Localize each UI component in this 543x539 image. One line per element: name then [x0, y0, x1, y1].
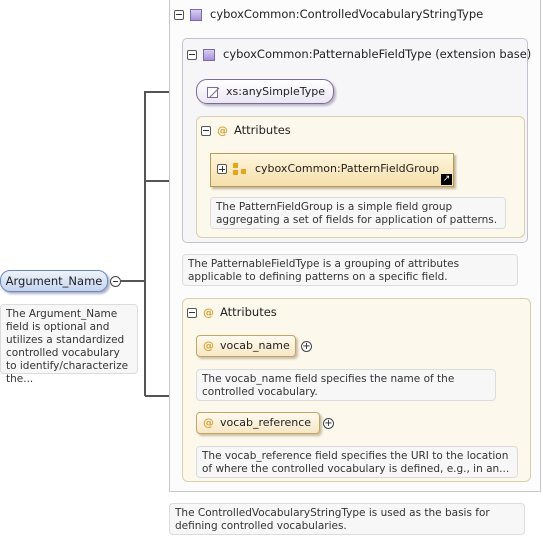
attribute-name: vocab_reference	[220, 416, 312, 429]
collapse-toggle-icon[interactable]	[187, 307, 197, 318]
expand-icon[interactable]: +	[301, 341, 312, 352]
extension-doc: The PatternableFieldType is a grouping o…	[182, 254, 518, 286]
expand-icon[interactable]: +	[323, 418, 334, 429]
complex-type-icon	[203, 48, 215, 61]
attribute-icon: @	[217, 124, 228, 137]
connector-to-extension	[145, 180, 183, 182]
attribute-name: vocab_name	[220, 339, 290, 352]
attribute-doc: The vocab_reference field specifies the …	[196, 446, 518, 478]
complex-type-icon	[190, 8, 202, 21]
attributes-label: Attributes	[234, 123, 291, 137]
collapse-toggle-icon[interactable]	[174, 9, 184, 20]
attribute-group-icon	[233, 163, 247, 175]
connector-to-attributes	[145, 395, 183, 397]
simple-type-label: xs:anySimpleType	[226, 85, 325, 98]
collapse-icon[interactable]	[110, 276, 121, 287]
root-element-doc: The Argument_Name field is optional and …	[0, 304, 138, 385]
extension-title: cyboxCommon:PatternableFieldType (extens…	[223, 47, 532, 61]
attribute-icon: @	[203, 339, 214, 352]
attribute-icon: @	[203, 416, 214, 429]
attributes-label: Attributes	[220, 305, 277, 319]
attribute-icon: @	[203, 306, 214, 319]
expand-toggle-icon[interactable]	[217, 164, 227, 174]
attribute-group-doc: The PatternFieldGroup is a simple field …	[210, 197, 506, 229]
attribute-group-label: cyboxCommon:PatternFieldGroup	[255, 162, 440, 175]
reference-arrow-icon[interactable]: ↗	[441, 174, 452, 185]
attribute-group-node[interactable]: cyboxCommon:PatternFieldGroup ↗	[210, 153, 454, 187]
attribute-doc: The vocab_name field specifies the name …	[196, 369, 496, 401]
connector-root-to-sequence	[121, 280, 145, 282]
collapse-toggle-icon[interactable]	[201, 125, 211, 136]
root-element-node[interactable]: Argument_Name	[0, 270, 108, 292]
attribute-vocab-name[interactable]: @ vocab_name	[196, 335, 296, 357]
connector-vertical	[144, 91, 146, 396]
simple-type-node[interactable]: xs:anySimpleType	[196, 79, 334, 104]
simple-type-icon	[207, 86, 218, 98]
root-element-label: Argument_Name	[5, 274, 103, 288]
complex-type-doc: The ControlledVocabularyStringType is us…	[169, 503, 525, 535]
collapse-toggle-icon[interactable]	[187, 49, 197, 60]
attribute-vocab-reference[interactable]: @ vocab_reference	[196, 412, 320, 434]
complex-type-title: cyboxCommon:ControlledVocabularyStringTy…	[210, 7, 484, 21]
